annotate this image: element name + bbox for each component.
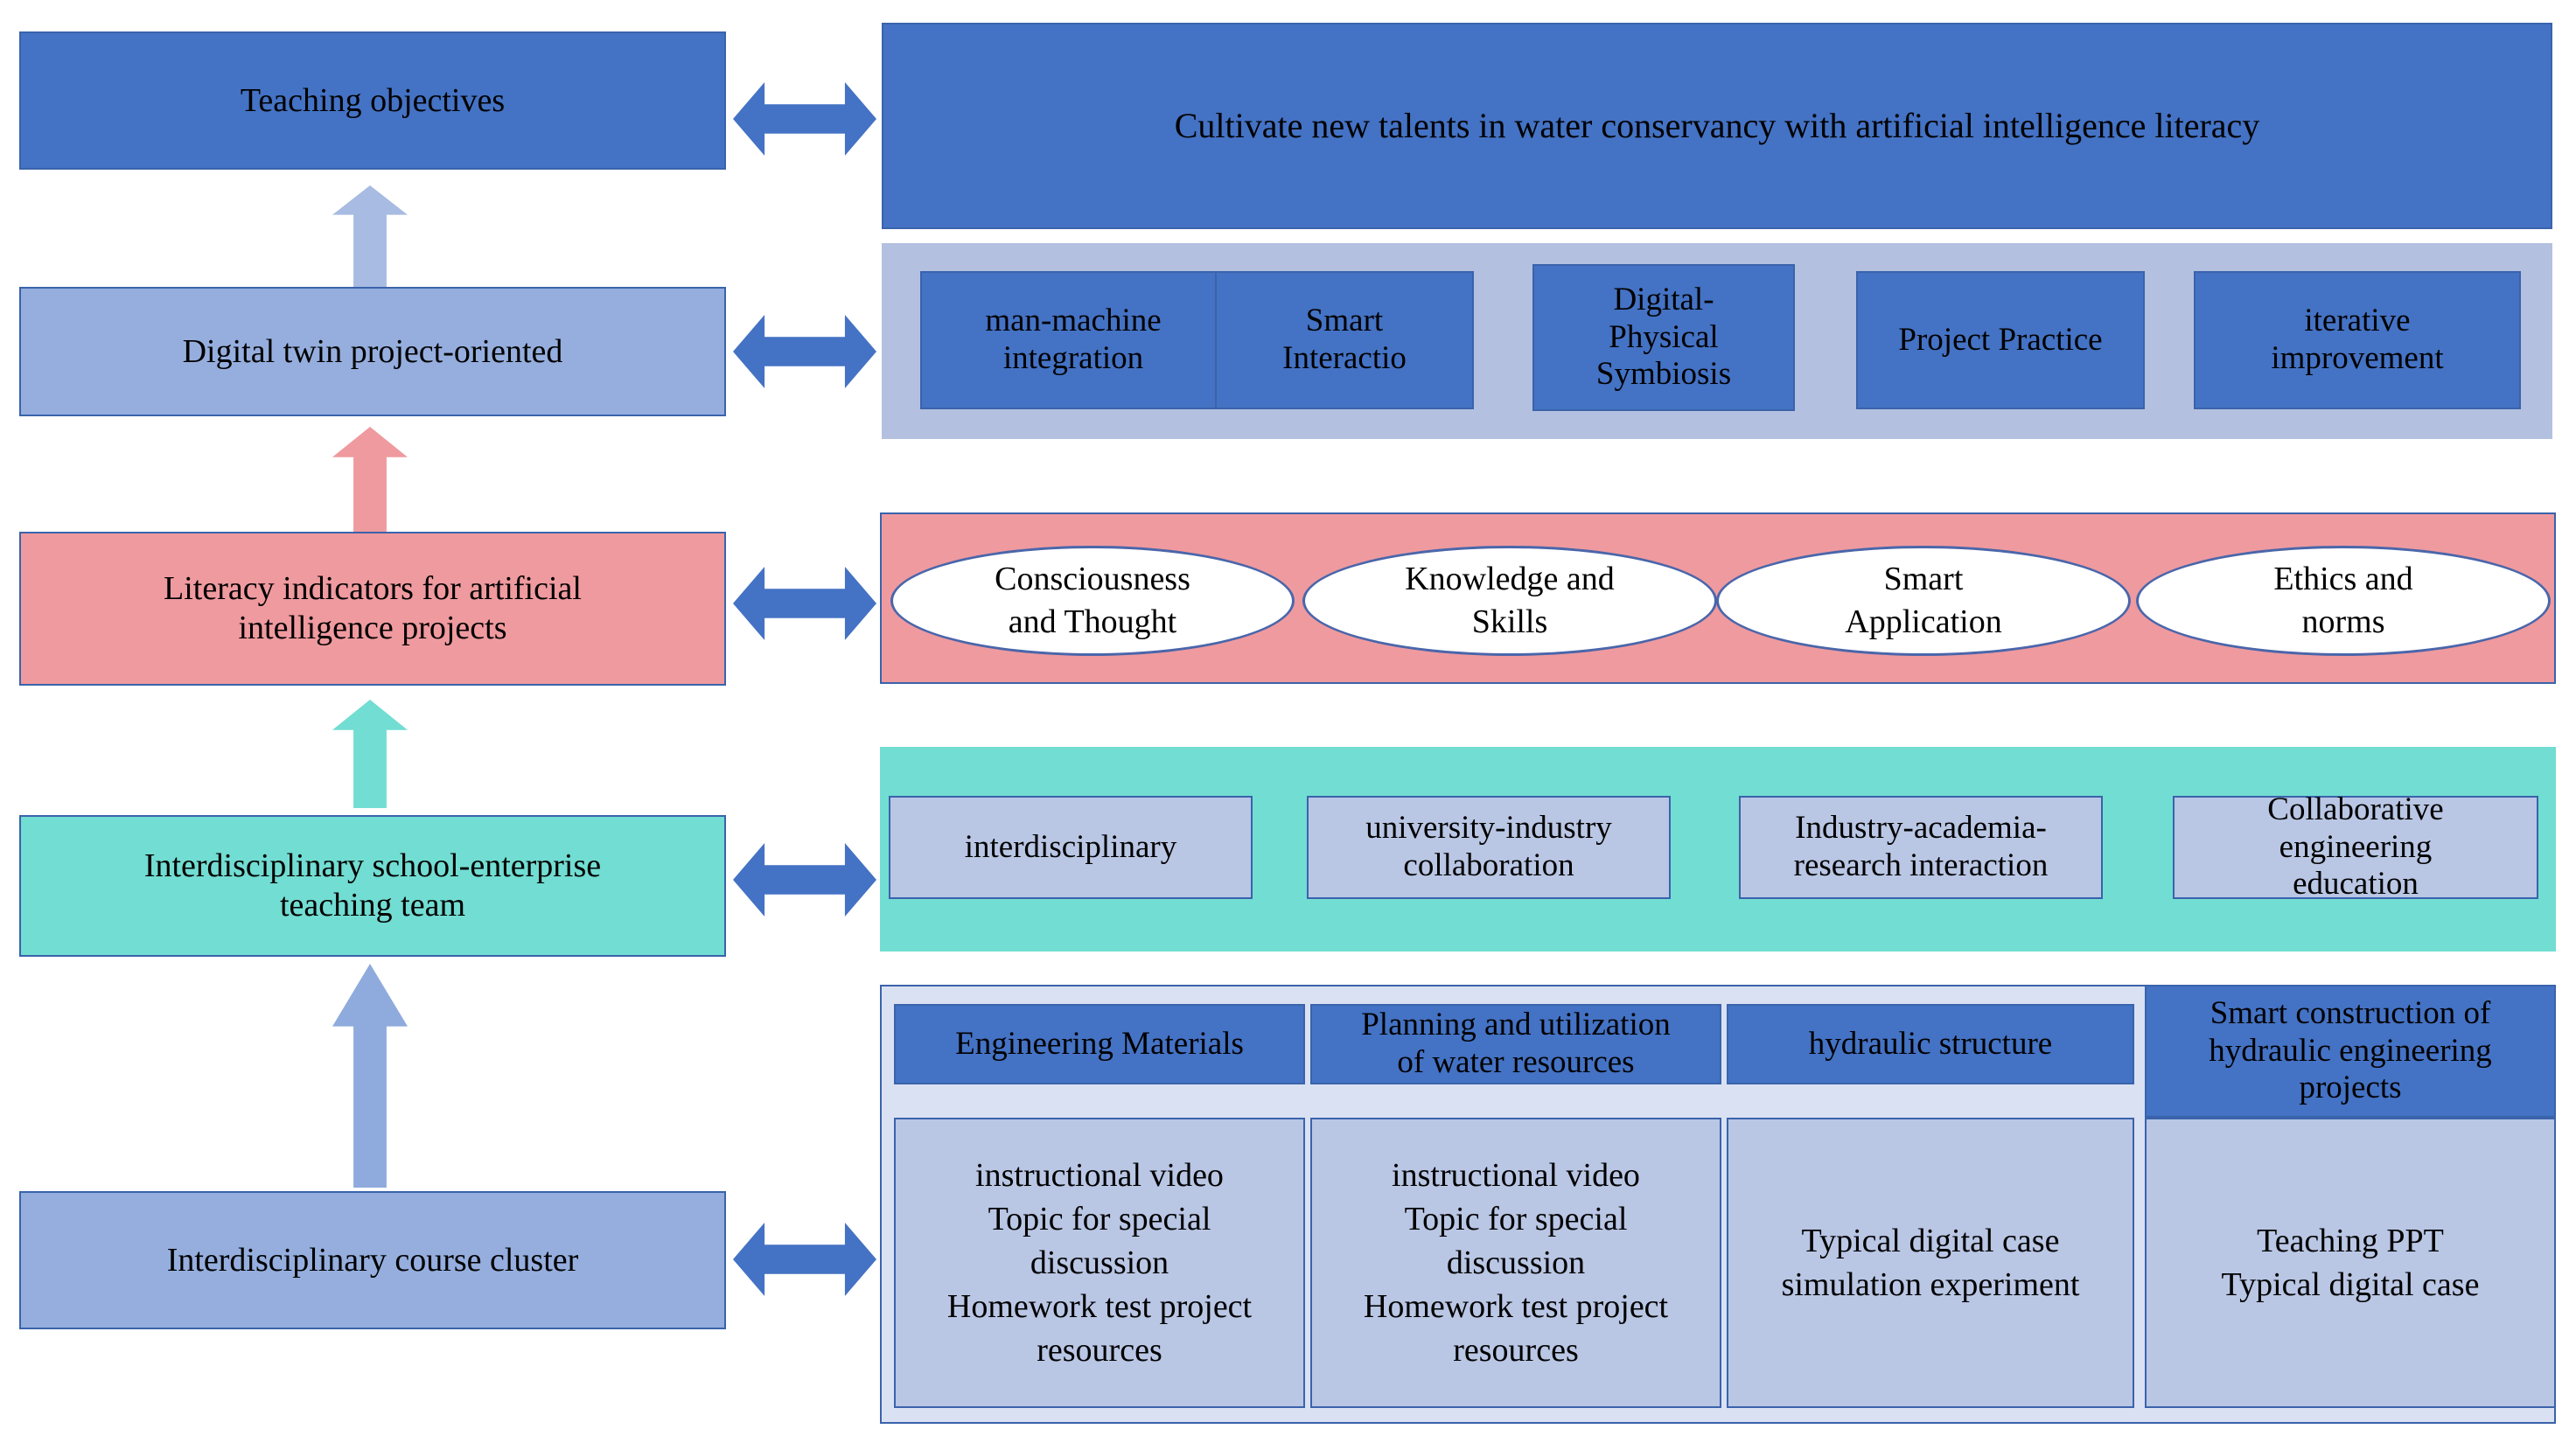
left-box-teaching-team[interactable]: Interdisciplinary school-enterprise teac…	[19, 815, 726, 957]
chip-smart-interaction[interactable]: Smart Interactio	[1215, 271, 1474, 409]
chip-university-industry-collaboration[interactable]: university-industry collaboration	[1307, 796, 1671, 899]
left-box-teaching-objectives[interactable]: Teaching objectives	[19, 31, 726, 170]
banner-label: Cultivate new talents in water conservan…	[1174, 106, 2260, 146]
double-headed-arrow-row3	[733, 567, 876, 640]
chip-man-machine-integration[interactable]: man-machine integration	[920, 271, 1226, 409]
chip-collaborative-engineering-education[interactable]: Collaborative engineering education	[2173, 791, 2538, 902]
chip-industry-academia-research-interaction[interactable]: Industry-academia- research interaction	[1739, 796, 2103, 899]
chip-project-practice[interactable]: Project Practice	[1856, 271, 2145, 409]
chip-digital-physical-symbiosis[interactable]: Digital- Physical Symbiosis	[1532, 264, 1795, 411]
up-arrow-to-teaching-team	[332, 964, 408, 1188]
ellipse-smart-application[interactable]: Smart Application	[1716, 546, 2131, 656]
ellipse-consciousness-and-thought[interactable]: Consciousness and Thought	[890, 546, 1295, 656]
course-resources-engineering-materials[interactable]: instructional video Topic for special di…	[894, 1118, 1305, 1408]
course-resources-water-resources-planning[interactable]: instructional video Topic for special di…	[1310, 1118, 1721, 1408]
banner-teaching-objectives: Cultivate new talents in water conservan…	[882, 23, 2552, 229]
up-arrow-to-literacy-indicators	[332, 700, 408, 808]
chip-interdisciplinary[interactable]: interdisciplinary	[889, 796, 1253, 899]
left-box-digital-twin[interactable]: Digital twin project-oriented	[19, 287, 726, 416]
course-header-smart-construction[interactable]: Smart construction of hydraulic engineer…	[2145, 985, 2556, 1118]
ellipse-ethics-and-norms[interactable]: Ethics and norms	[2136, 546, 2551, 656]
ellipse-knowledge-and-skills[interactable]: Knowledge and Skills	[1302, 546, 1717, 656]
left-box-label: Teaching objectives	[240, 81, 506, 119]
course-resources-smart-construction[interactable]: Teaching PPT Typical digital case	[2145, 1118, 2556, 1408]
double-headed-arrow-row2	[733, 315, 876, 388]
double-headed-arrow-row5	[733, 1223, 876, 1296]
chip-iterative-improvement[interactable]: iterative improvement	[2194, 271, 2521, 409]
course-header-hydraulic-structure[interactable]: hydraulic structure	[1727, 1004, 2134, 1084]
course-header-water-resources-planning[interactable]: Planning and utilization of water resour…	[1310, 1004, 1721, 1084]
double-headed-arrow-row1	[733, 82, 876, 156]
up-arrow-to-digital-twin	[332, 427, 408, 535]
up-arrow-to-teaching-objectives	[332, 185, 408, 290]
course-header-engineering-materials[interactable]: Engineering Materials	[894, 1004, 1305, 1084]
left-box-course-cluster[interactable]: Interdisciplinary course cluster	[19, 1191, 726, 1329]
double-headed-arrow-row4	[733, 843, 876, 917]
left-box-label: Interdisciplinary course cluster	[166, 1241, 579, 1279]
left-box-label: Digital twin project-oriented	[182, 332, 563, 370]
course-resources-hydraulic-structure[interactable]: Typical digital case simulation experime…	[1727, 1118, 2134, 1408]
left-box-literacy-indicators[interactable]: Literacy indicators for artificial intel…	[19, 532, 726, 686]
